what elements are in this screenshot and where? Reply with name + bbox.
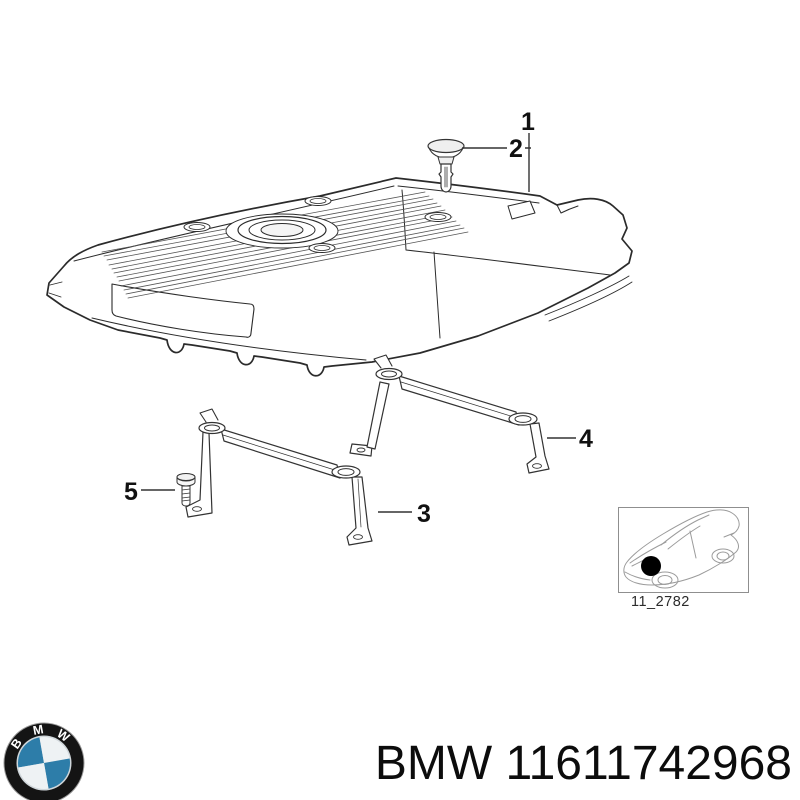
engine-cover-drawing xyxy=(46,177,633,377)
callout-leader-lines xyxy=(141,133,576,513)
callout-4-label: 4 xyxy=(579,425,593,453)
location-dot xyxy=(641,556,661,576)
part-number-caption: BMW 11611742968 xyxy=(375,737,792,790)
fastener-clip-drawing xyxy=(427,138,465,193)
callout-3-label: 3 xyxy=(417,500,431,528)
car-thumbnail-drawing xyxy=(623,509,740,589)
logo-quadrants xyxy=(18,737,70,789)
logo-letter-m: M xyxy=(32,722,45,738)
cover-roundel-emblem xyxy=(225,213,339,249)
rear-bracket-drawing xyxy=(349,354,550,474)
callout-2-label: 2 xyxy=(509,135,523,163)
inset-code-label: 11_2782 xyxy=(631,594,690,610)
bmw-logo: B M W xyxy=(3,722,85,800)
callout-1-label: 1 xyxy=(521,108,535,136)
front-bracket-drawing xyxy=(185,408,373,546)
callout-5-label: 5 xyxy=(124,478,138,506)
car-location-inset: 11_2782 xyxy=(618,507,749,610)
screw-drawing xyxy=(176,473,196,507)
cover-mount-bosses xyxy=(183,196,452,253)
